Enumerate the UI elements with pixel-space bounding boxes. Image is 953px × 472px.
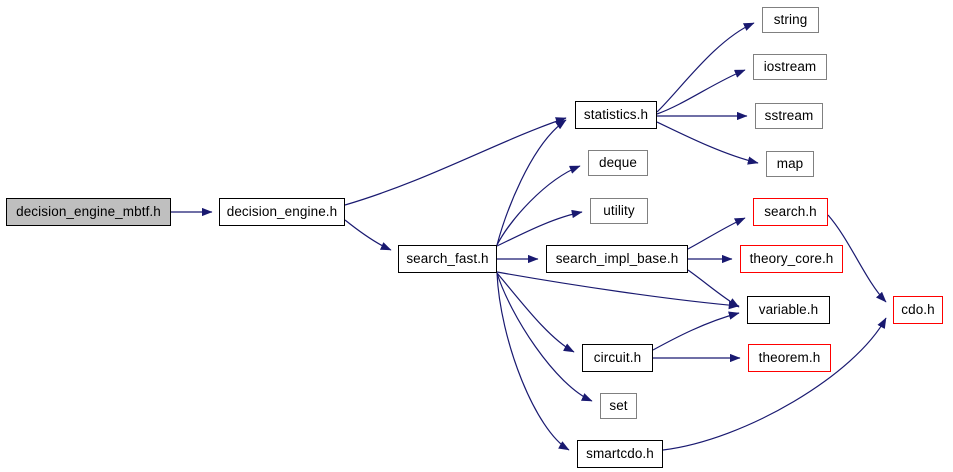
graph-node-string[interactable]: string <box>762 7 819 33</box>
graph-node-label: search_impl_base.h <box>555 251 679 267</box>
edge-search_fast-to-variable <box>496 271 740 310</box>
edge-circuit-to-variable <box>652 311 740 351</box>
graph-node-search_fast[interactable]: search_fast.h <box>398 245 497 273</box>
edge-search_fast-to-deque <box>496 165 581 246</box>
graph-node-label: theory_core.h <box>749 251 834 267</box>
graph-node-search[interactable]: search.h <box>753 198 828 226</box>
edge-search_fast-to-statistics <box>496 119 567 246</box>
graph-node-set[interactable]: set <box>600 393 637 419</box>
graph-node-label: iostream <box>763 59 817 75</box>
edge-search_fast-to-set <box>496 272 593 402</box>
edge-statistics-to-string <box>656 22 755 113</box>
graph-node-map[interactable]: map <box>766 151 814 177</box>
graph-node-statistics[interactable]: statistics.h <box>575 101 657 129</box>
graph-node-theory_core[interactable]: theory_core.h <box>740 245 843 273</box>
graph-node-decision_engine_mbtf[interactable]: decision_engine_mbtf.h <box>6 198 171 226</box>
graph-node-label: theorem.h <box>758 350 821 366</box>
edge-search-to-cdo <box>827 214 887 303</box>
edge-statistics-to-iostream <box>656 69 746 115</box>
graph-node-search_impl_base[interactable]: search_impl_base.h <box>546 245 688 273</box>
graph-node-label: statistics.h <box>583 107 649 123</box>
graph-node-label: cdo.h <box>901 302 935 318</box>
graph-node-label: set <box>609 398 628 414</box>
graph-node-deque[interactable]: deque <box>588 150 648 176</box>
edge-search_fast-to-utility <box>496 209 583 247</box>
edge-search_impl_base-to-variable <box>687 269 740 308</box>
edge-statistics-to-map <box>656 121 759 165</box>
edge-search_impl_base-to-search <box>687 217 746 250</box>
graph-node-iostream[interactable]: iostream <box>753 54 827 80</box>
graph-node-decision_engine[interactable]: decision_engine.h <box>219 198 345 226</box>
graph-node-sstream[interactable]: sstream <box>755 103 823 129</box>
graph-node-label: decision_engine_mbtf.h <box>16 204 161 220</box>
graph-node-variable[interactable]: variable.h <box>747 296 830 324</box>
graph-node-label: variable.h <box>758 302 819 318</box>
graph-node-theorem[interactable]: theorem.h <box>748 344 831 372</box>
graph-node-label: search.h <box>764 204 817 220</box>
edge-search_fast-to-smartcdo <box>496 272 570 451</box>
graph-node-label: search_fast.h <box>406 251 489 267</box>
graph-node-circuit[interactable]: circuit.h <box>582 344 653 372</box>
edge-decision_engine-to-statistics <box>344 117 567 206</box>
graph-node-label: string <box>773 12 808 28</box>
graph-node-label: decision_engine.h <box>226 204 338 220</box>
edge-decision_engine-to-search_fast <box>344 219 392 251</box>
graph-node-label: map <box>776 156 804 172</box>
graph-node-smartcdo[interactable]: smartcdo.h <box>577 440 663 468</box>
graph-node-cdo[interactable]: cdo.h <box>893 296 943 324</box>
graph-node-utility[interactable]: utility <box>590 198 648 224</box>
graph-node-label: smartcdo.h <box>586 446 654 462</box>
graph-node-label: utility <box>603 203 635 219</box>
graph-node-label: sstream <box>764 108 814 124</box>
graph-node-label: deque <box>598 155 638 171</box>
edge-group <box>171 22 887 451</box>
edge-smartcdo-to-cdo <box>662 317 887 451</box>
graph-node-label: circuit.h <box>593 350 642 366</box>
edge-search_fast-to-circuit <box>496 272 575 353</box>
